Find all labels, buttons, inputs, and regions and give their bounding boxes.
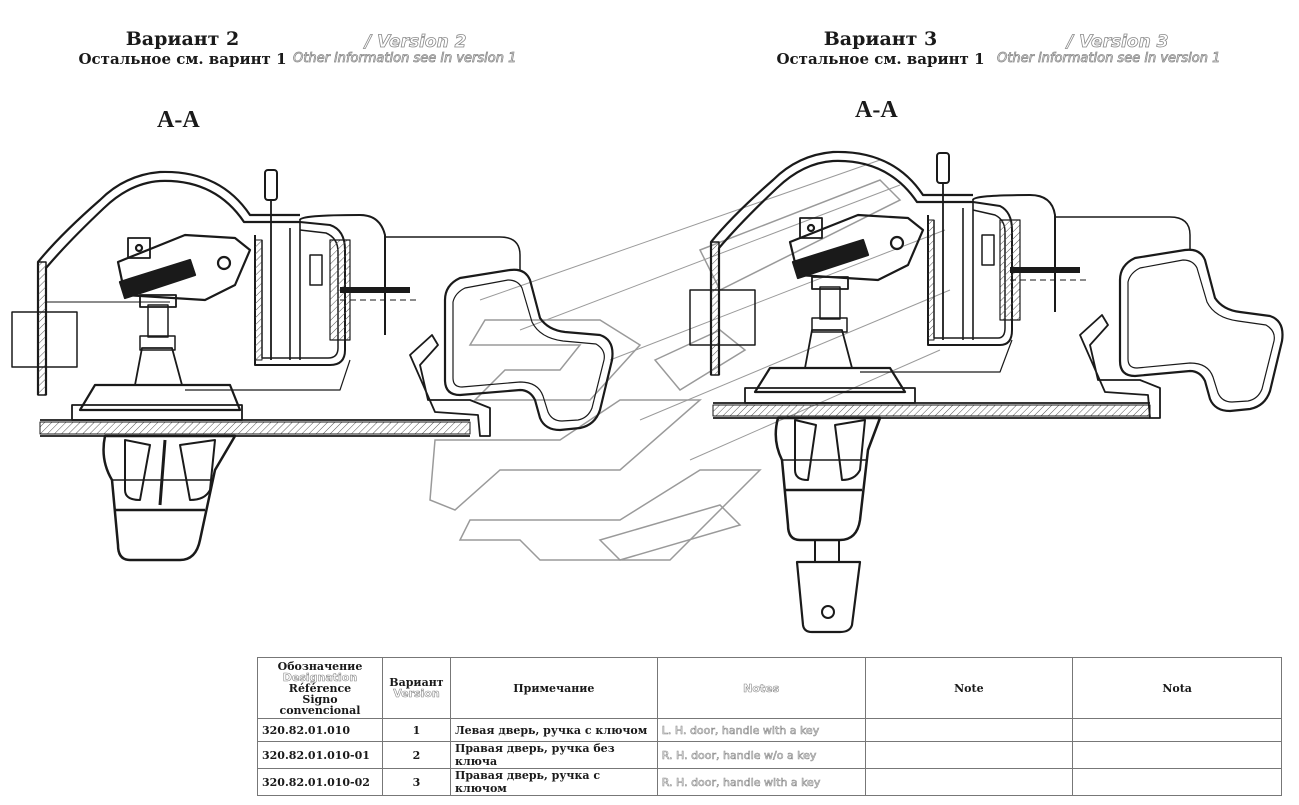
table-row: 320.82.01.010-01 2 Правая дверь, ручка б… xyxy=(257,741,1282,769)
right-subtitle-en: Other information see in version 1 xyxy=(997,51,1221,67)
header-designation-es: Signo convencional xyxy=(279,692,361,717)
left-title: Вариант 2 xyxy=(125,28,240,50)
row-designation: 320.82.01.010-01 xyxy=(257,741,383,769)
row-note-ru: Правая дверь, ручка без ключа xyxy=(449,741,658,769)
row-note-fr xyxy=(864,741,1074,769)
header-designation: Обозначение Designation Référence Signo … xyxy=(257,657,383,719)
row-note-ru: Правая дверь, ручка с ключом xyxy=(449,768,658,796)
header-notes-es: Nota xyxy=(1072,657,1282,719)
right-assembly xyxy=(689,150,1284,634)
left-subtitle: Остальное см. варинт 1 xyxy=(78,50,287,68)
header-designation-fr: Référence xyxy=(288,681,352,695)
row-note-en: L. H. door, handle with a key xyxy=(656,718,866,742)
technical-drawing xyxy=(11,150,1284,634)
header-version-ru: Вариант xyxy=(389,676,444,689)
row-note-fr xyxy=(864,718,1074,742)
header-notes-fr: Note xyxy=(864,657,1074,719)
row-note-en: R. H. door, handle with a key xyxy=(656,768,866,796)
row-note-ru: Левая дверь, ручка с ключом xyxy=(449,718,658,742)
left-title-en: / Version 2 xyxy=(365,32,467,53)
row-note-en: R. H. door, handle w/o a key xyxy=(656,741,866,769)
left-subtitle-en: Other information see in version 1 xyxy=(293,51,517,67)
left-section-label: A-A xyxy=(157,107,200,133)
row-version: 2 xyxy=(381,741,451,769)
table-row: 320.82.01.010 1 Левая дверь, ручка с клю… xyxy=(257,718,1282,742)
table-header-row: Обозначение Designation Référence Signo … xyxy=(257,657,1282,719)
header-version: Вариант Version xyxy=(381,657,451,719)
row-designation: 320.82.01.010-02 xyxy=(257,768,383,796)
specification-table: Обозначение Designation Référence Signo … xyxy=(257,657,1282,796)
right-subtitle: Остальное см. варинт 1 xyxy=(776,50,985,68)
row-version: 3 xyxy=(381,768,451,796)
row-note-es xyxy=(1072,718,1282,742)
header-notes-ru: Примечание xyxy=(449,657,658,719)
header-designation-ru: Обозначение xyxy=(277,659,363,673)
right-header: Вариант 3 Остальное см. варинт 1 xyxy=(768,28,993,68)
row-designation: 320.82.01.010 xyxy=(257,718,383,742)
row-note-es xyxy=(1072,768,1282,796)
right-title: Вариант 3 xyxy=(823,28,938,50)
row-note-es xyxy=(1072,741,1282,769)
row-version: 1 xyxy=(381,718,451,742)
table-row: 320.82.01.010-02 3 Правая дверь, ручка с… xyxy=(257,768,1282,796)
header-version-en: Version xyxy=(393,687,440,700)
header-designation-en: Designation xyxy=(282,670,358,684)
header-notes-en: Notes xyxy=(656,657,866,719)
row-note-fr xyxy=(864,768,1074,796)
left-assembly xyxy=(11,169,614,562)
left-header: Вариант 2 Остальное см. варинт 1 xyxy=(70,28,295,68)
right-title-en: / Version 3 xyxy=(1067,32,1169,53)
right-section-label: A-A xyxy=(855,97,898,123)
